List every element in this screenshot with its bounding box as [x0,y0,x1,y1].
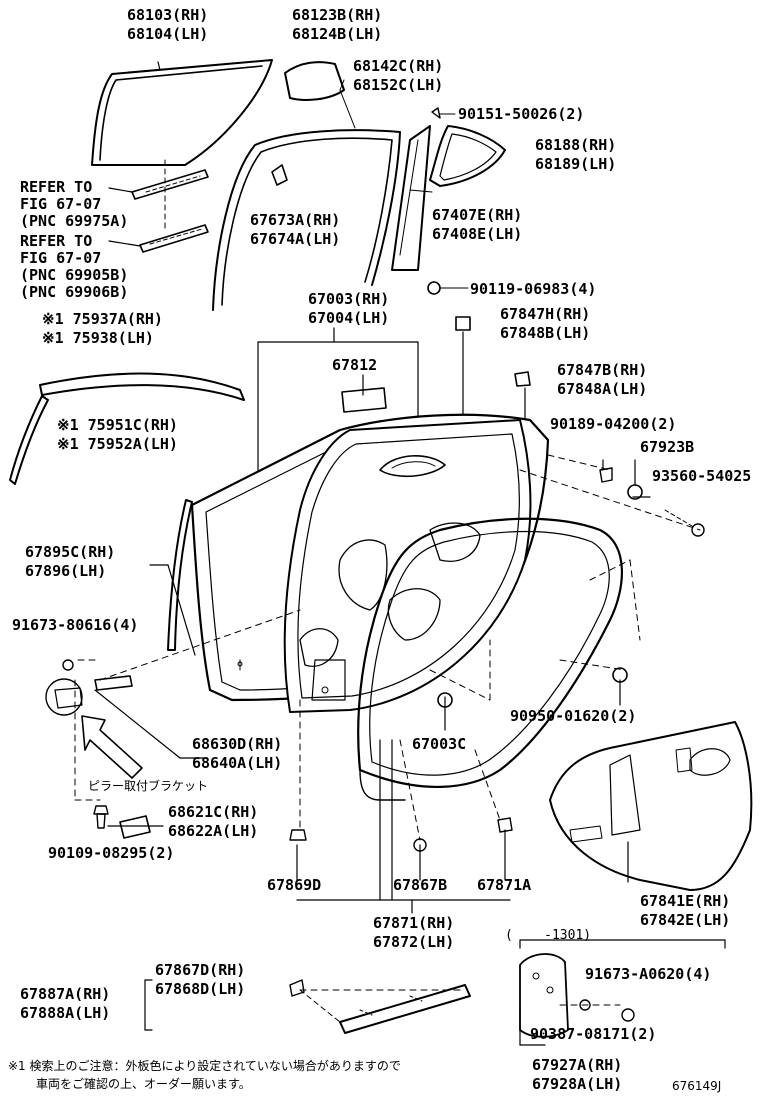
hinge-bolt-part [93,805,151,839]
label-68630d: 68630D(RH) [192,735,283,753]
belt-moulding-parts [108,159,209,253]
label-68621c: 68621C(RH) [168,803,259,821]
label-67872: 67872(LH) [373,933,455,951]
label-67842e: 67842E(LH) [640,911,731,929]
label-67867b: 67867B [393,876,448,894]
label-67004: 67004(LH) [308,309,390,327]
label-67848a: 67848A(LH) [557,380,648,398]
door-glass-part [91,59,273,166]
window-moulding-75937a [39,372,245,401]
refer-to-1c: (PNC 69975A) [20,212,129,230]
label-90109: 90109-08295(2) [48,844,175,862]
label-68622a: 68622A(LH) [168,822,259,840]
label-68189: 68189(LH) [535,155,617,173]
clip-67673a [271,164,288,186]
label-67848b: 67848B(LH) [500,324,591,342]
quarter-glass-part [284,61,345,101]
label-67847b: 67847B(RH) [557,361,648,379]
plug-67847b [514,371,531,387]
label-90387: 90387-08171(2) [530,1025,657,1043]
pillar-arrow [81,715,143,779]
screw-90151 [431,107,441,119]
label-67812 [341,387,387,413]
dashed-guides [74,454,701,1006]
clip-67871a [497,817,513,833]
clip-67869d [289,829,307,841]
door-opening-seal-part [357,517,624,801]
figure-id: 676149J [672,1079,722,1093]
plug-67847h [455,316,471,331]
label-67871: 67871(RH) [373,914,455,932]
bumper-67923b [627,484,643,500]
run-channel-part [212,89,401,311]
label-67895c: 67895C(RH) [25,543,116,561]
refer-to-2a: REFER TO [20,232,93,250]
label-67888a: 67888A(LH) [20,1004,111,1022]
clip-67867b [413,838,427,852]
bolt-90119 [427,281,469,295]
label-67408e: 67408E(LH) [432,225,523,243]
label-68123b: 68123B(RH) [292,6,383,24]
label-67003c: 67003C [412,735,467,753]
label-67927a: 67927A(RH) [532,1056,623,1074]
label-68104: 68104(LH) [127,25,209,43]
label-67896: 67896(LH) [25,562,107,580]
footnote-line-1: ※1 検索上のご注意：外板色により設定されていない場合がありますので [8,1059,401,1073]
refer-to-1b: FIG 67-07 [20,195,102,213]
label-68142c: 68142C(RH) [353,57,444,75]
label-93560: 93560-54025 [652,467,752,485]
window-moulding-75951c [9,395,49,485]
label-67928a: 67928A(LH) [532,1075,623,1093]
refer-to-2b: FIG 67-07 [20,249,102,267]
label-67674a: 67674A(LH) [250,230,341,248]
label-67847h: 67847H(RH) [500,305,591,323]
screw-90189 [599,467,613,483]
rocker-moulding-part [289,979,471,1034]
door-glass-run-67895c [167,499,193,651]
label-75951c: ※1 75951C(RH) [57,416,178,434]
label-75937a: ※1 75937A(RH) [42,310,163,328]
label-90189: 90189-04200(2) [550,415,677,433]
refer-to-2d: (PNC 69906B) [20,283,129,301]
label-67673a: 67673A(RH) [250,211,341,229]
label-67841e: 67841E(RH) [640,892,731,910]
label-75952a: ※1 75952A(LH) [57,435,178,453]
label-67003: 67003(RH) [308,290,390,308]
leader-lines [94,327,726,1046]
label-68188: 68188(RH) [535,136,617,154]
footnote-line-2: 車両をご確認の上、オーダー願います。 [36,1077,251,1091]
clip-67003c [437,692,453,708]
label-90151: 90151-50026(2) [458,105,585,123]
label-75938: ※1 75938(LH) [42,329,154,347]
label-67887a: 67887A(RH) [20,985,111,1003]
label-68103: 68103(RH) [127,6,209,24]
label-91673-80616: 91673-80616(4) [12,616,139,634]
label-67867d: 67867D(RH) [155,961,246,979]
label-67407e: 67407E(RH) [432,206,523,224]
label-67869d: 67869D [267,876,322,894]
door-check-part [45,659,133,716]
label-68124b: 68124B(LH) [292,25,383,43]
inset-box-parts [519,953,635,1038]
pillar-bracket-note: ピラー取付ブラケット [88,779,209,793]
refer-to-1a: REFER TO [20,178,93,196]
label-67923b: 67923B [640,438,695,456]
label-67871a: 67871A [477,876,532,894]
label-68152c: 68152C(LH) [353,76,444,94]
refer-to-2c: (PNC 69905B) [20,266,129,284]
quarter-window-frame-part [429,125,506,187]
clip-90950 [612,667,628,683]
label-67812: 67812 [332,356,378,374]
label-67868d: 67868D(LH) [155,980,246,998]
screw-93560 [691,523,705,537]
label-90950: 90950-01620(2) [510,707,637,725]
label-91673-a0620: 91673-A0620(4) [585,965,712,983]
label-90119: 90119-06983(4) [470,280,597,298]
center-channel-part [391,125,433,271]
label-68640a: 68640A(LH) [192,754,283,772]
service-hole-cover-part [549,721,753,891]
range-1301: ( -1301) [505,928,592,943]
